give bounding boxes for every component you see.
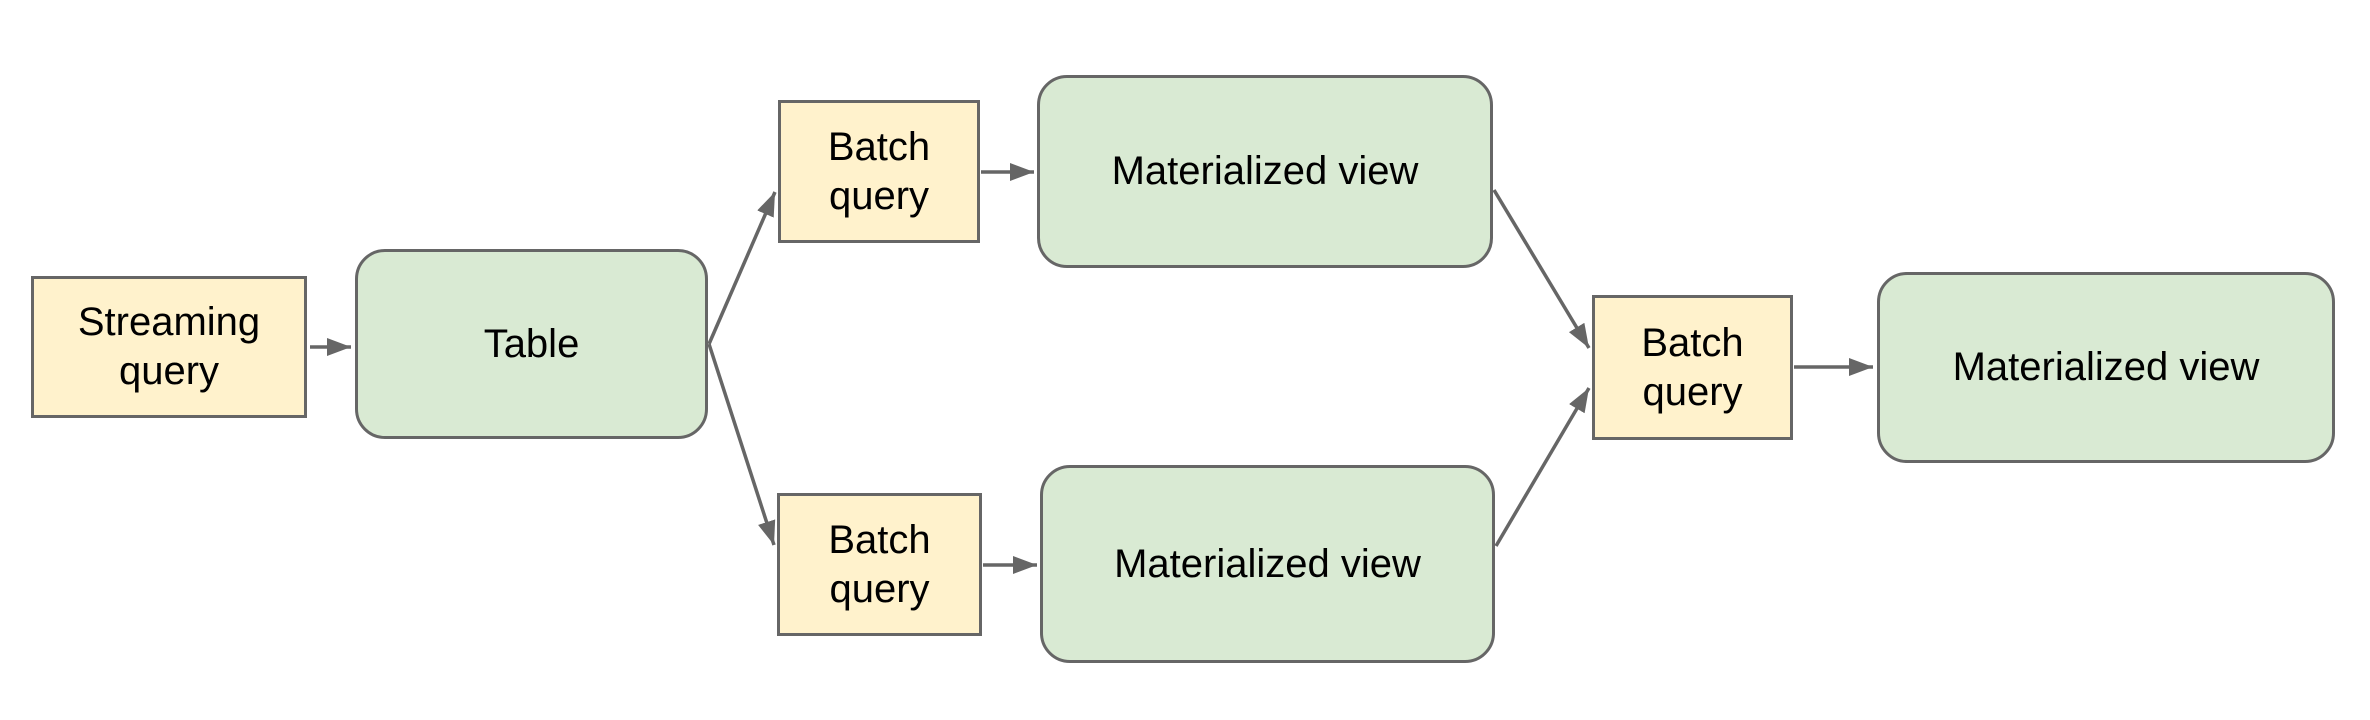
node-batch-query-top: Batch query [778, 100, 980, 243]
node-batch-query-bottom: Batch query [777, 493, 982, 636]
edge-mv-top-to-batch-right-arrow [1492, 189, 1591, 349]
edge-table-to-batch-bottom-arrow [707, 343, 776, 546]
node-materialized-view-top: Materialized view [1037, 75, 1493, 268]
edge-table-to-batch-top-arrow [707, 191, 777, 345]
node-materialized-view-bottom: Materialized view [1040, 465, 1495, 663]
node-table: Table [355, 249, 708, 439]
node-streaming-query: Streaming query [31, 276, 307, 418]
node-materialized-view-right: Materialized view [1877, 272, 2335, 463]
edge-mv-bottom-to-batch-right-arrow [1494, 387, 1591, 547]
node-batch-query-right: Batch query [1592, 295, 1793, 440]
